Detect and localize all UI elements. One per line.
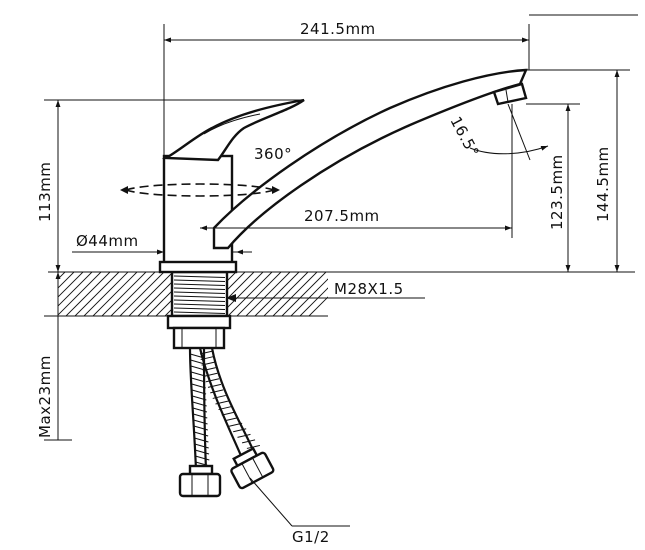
countertop-slab bbox=[48, 271, 635, 317]
dimension-total-height: 144.5mm bbox=[526, 69, 630, 272]
label-base-diameter: Ø44mm bbox=[76, 232, 139, 250]
dimension-thread: M28X1.5 bbox=[226, 280, 425, 302]
label-hose-connection: G1/2 bbox=[292, 528, 330, 546]
label-spout-height: 123.5mm bbox=[548, 154, 566, 230]
dimension-spout-height: 123.5mm bbox=[526, 103, 580, 272]
faucet-body bbox=[120, 68, 528, 274]
label-max-thickness: Max23mm bbox=[36, 355, 54, 438]
dimension-total-reach: 241.5mm bbox=[163, 14, 638, 156]
label-total-height: 144.5mm bbox=[594, 146, 612, 222]
label-lever-height: 113mm bbox=[36, 162, 54, 222]
dimension-max-thickness: Max23mm bbox=[36, 272, 72, 441]
label-spout-angle: 16.5° bbox=[446, 113, 482, 160]
flexible-hoses bbox=[178, 347, 275, 498]
label-spout-reach: 207.5mm bbox=[304, 207, 380, 225]
threaded-shank bbox=[166, 270, 232, 350]
dimension-spout-reach: 207.5mm bbox=[200, 104, 513, 238]
label-rotation: 360° bbox=[254, 145, 292, 163]
dimension-hose-connection: G1/2 bbox=[249, 477, 350, 546]
dimension-base-diameter: Ø44mm bbox=[72, 232, 252, 255]
dimension-lever-height: 113mm bbox=[36, 99, 304, 272]
dimension-spout-angle: 16.5° bbox=[446, 103, 549, 160]
label-total-reach: 241.5mm bbox=[300, 20, 376, 38]
label-thread: M28X1.5 bbox=[334, 280, 404, 298]
